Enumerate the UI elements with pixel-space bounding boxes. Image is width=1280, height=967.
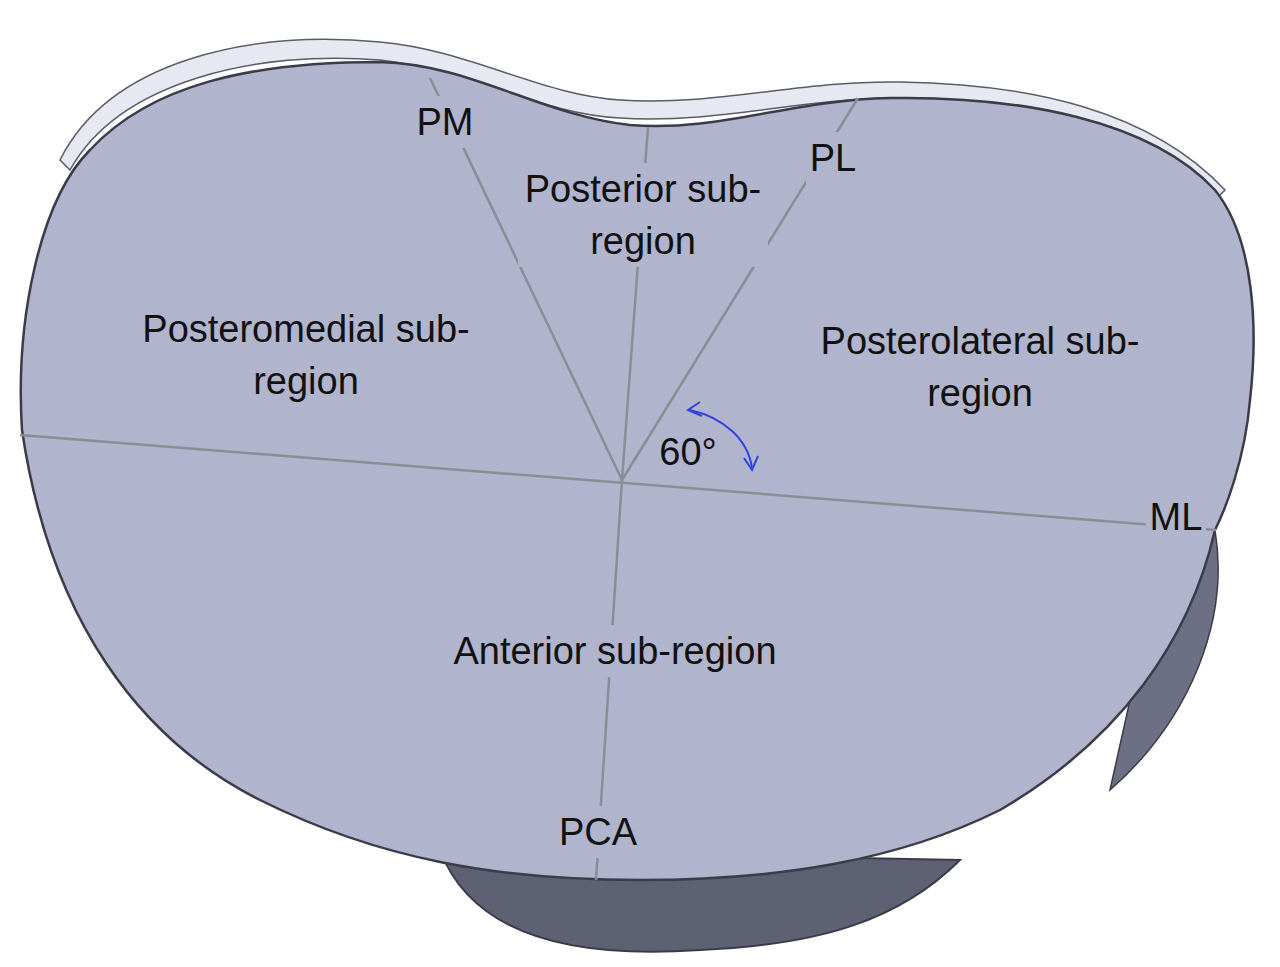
axis-label: PCA [555,806,641,858]
region-label: Anterior sub-region [449,625,780,677]
angle-label: 60° [655,426,720,478]
region-label: Posterolateral sub-region [810,315,1150,420]
arrowhead [688,402,702,416]
region-lines [20,78,1216,880]
plateau-surface [21,62,1254,880]
axis-label: ML [1146,491,1207,543]
region-code: PM [413,96,478,148]
region-label: Posterior sub-region [518,163,768,268]
region-code: PL [806,132,860,184]
region-label: Posteromedial sub-region [136,303,476,408]
ml-line [20,435,1216,530]
arrowhead [744,456,758,470]
